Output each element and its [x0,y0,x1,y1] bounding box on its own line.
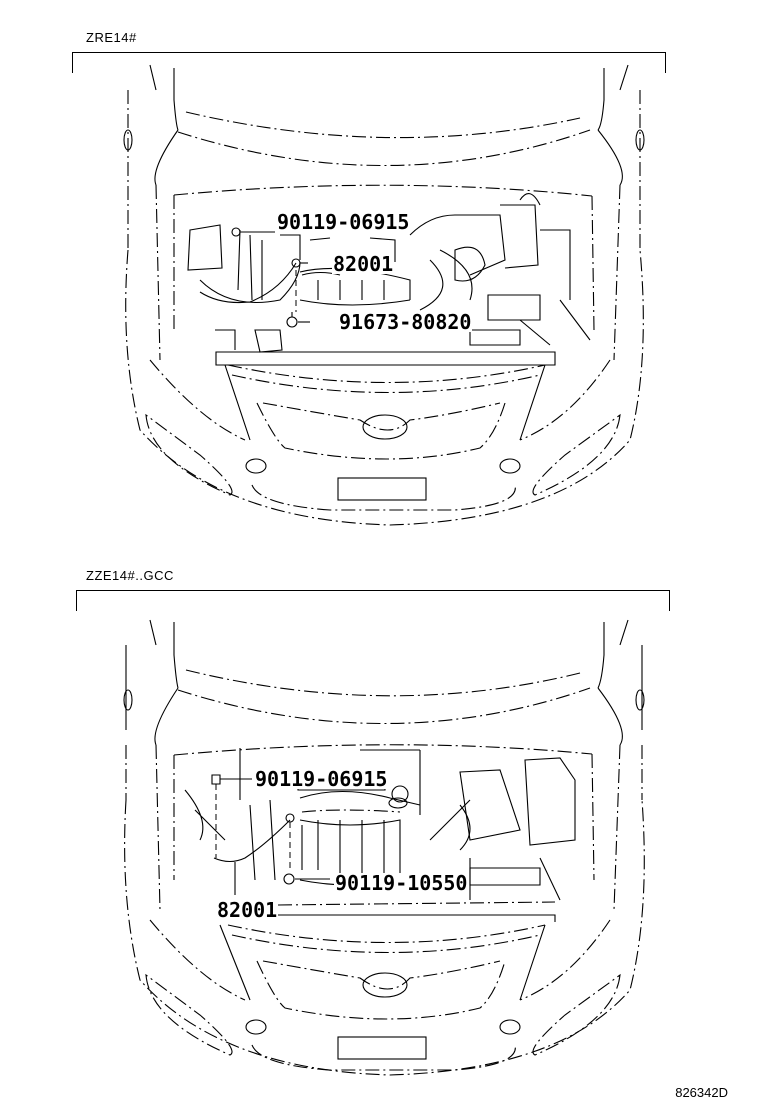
callout-82001[interactable]: 82001 [216,898,279,922]
callout-90119-06915[interactable]: 90119-06915 [254,767,389,791]
diagram-2-frame [76,590,670,611]
car-front-engine-bay-illustration [123,64,645,526]
diagram-1-frame [72,52,666,73]
car-front-engine-bay-illustration [123,619,645,1076]
diagram-2-title: ZZE14#..GCC [86,568,174,583]
diagram-1-title: ZRE14# [86,30,137,45]
callout-82001[interactable]: 82001 [332,252,395,276]
diagram-1-illustration: 90119-06915 82001 91673-80820 [123,64,645,526]
illustration-reference-number: 826342D [675,1085,728,1100]
callout-90119-06915[interactable]: 90119-06915 [276,210,411,234]
diagram-2-illustration: 90119-06915 90119-10550 82001 [0,540,760,1100]
callout-91673-80820[interactable]: 91673-80820 [338,310,473,334]
callout-90119-10550[interactable]: 90119-10550 [334,871,469,895]
